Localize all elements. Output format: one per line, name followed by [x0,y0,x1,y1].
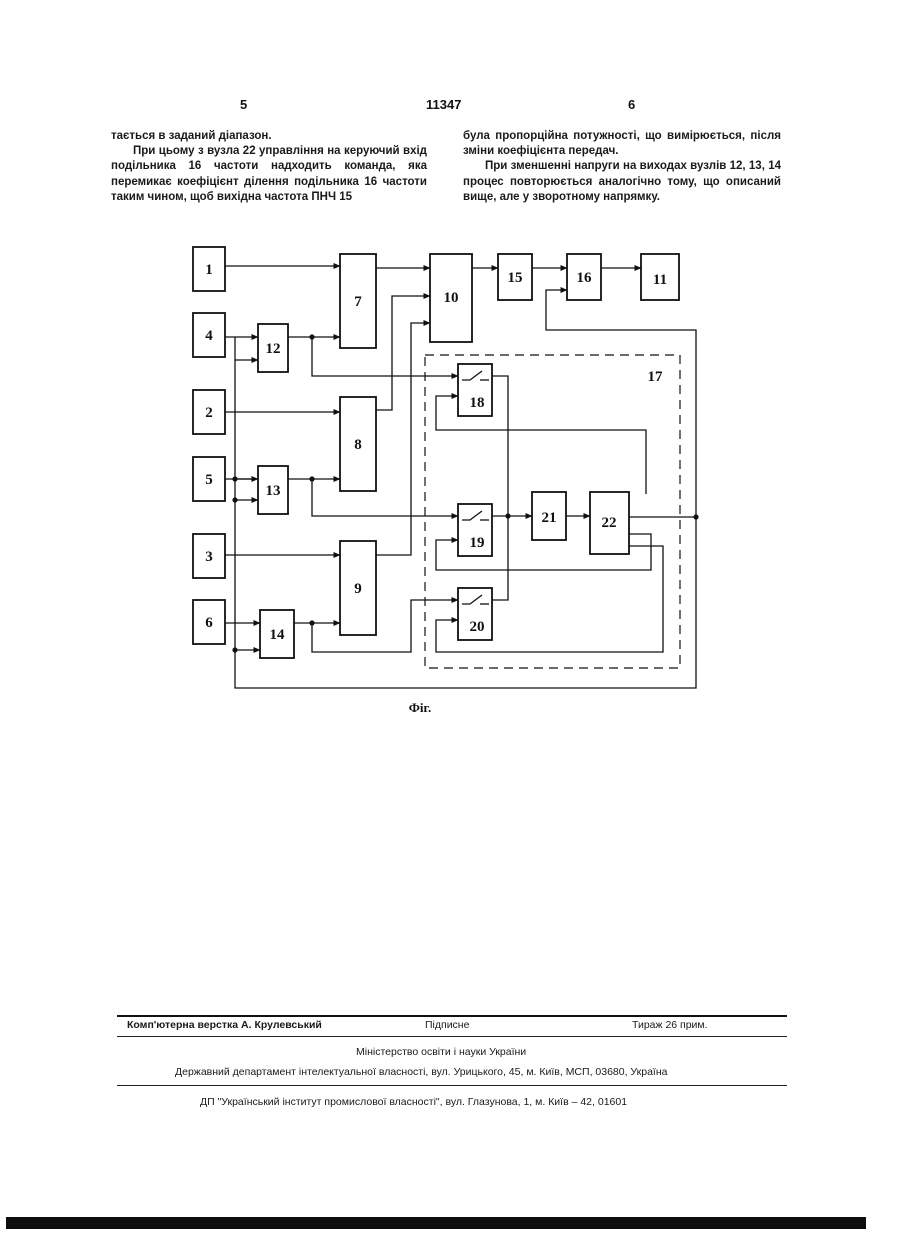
scan-edge-bar [6,1217,866,1229]
block-label-10: 10 [444,290,459,306]
block-label-1: 1 [205,262,213,278]
imprint-circulation: Тираж 26 прим. [632,1019,708,1031]
block-label-15: 15 [508,270,523,286]
block-label-6: 6 [205,615,213,631]
imprint-signed: Підписне [425,1019,469,1031]
figure-caption: Фіг. [409,700,431,715]
block-label-22: 22 [602,515,617,531]
imprint-layout: Комп'ютерна верстка А. Крулевський [127,1019,322,1031]
imprint-rule-top [117,1015,787,1017]
block-label-3: 3 [205,549,213,565]
imprint-ministry: Міністерство освіти і науки України [356,1046,526,1058]
block-label-19: 19 [470,535,485,551]
block-label-5: 5 [205,472,213,488]
imprint-rule-3 [117,1085,787,1086]
block-label-16: 16 [577,270,593,286]
block-label-2: 2 [205,405,213,421]
imprint-institute: ДП "Український інститут промислової вла… [200,1096,627,1108]
block-label-7: 7 [354,294,362,310]
imprint-department: Державний департамент інтелектуальної вл… [175,1066,667,1078]
block-label-13: 13 [266,483,281,499]
block-label-4: 4 [205,328,213,344]
block-label-17: 17 [648,369,664,385]
block-label-8: 8 [354,437,362,453]
block-label-14: 14 [270,627,286,643]
block-diagram: 1 4 2 5 3 6 12 13 14 7 8 9 10 15 16 11 1… [0,0,900,720]
block-label-18: 18 [470,395,485,411]
block-label-20: 20 [470,619,485,635]
imprint-rule-2 [117,1036,787,1037]
block-label-12: 12 [266,341,281,357]
block-label-11: 11 [653,272,667,288]
block-label-21: 21 [542,510,557,526]
block-label-9: 9 [354,581,362,597]
